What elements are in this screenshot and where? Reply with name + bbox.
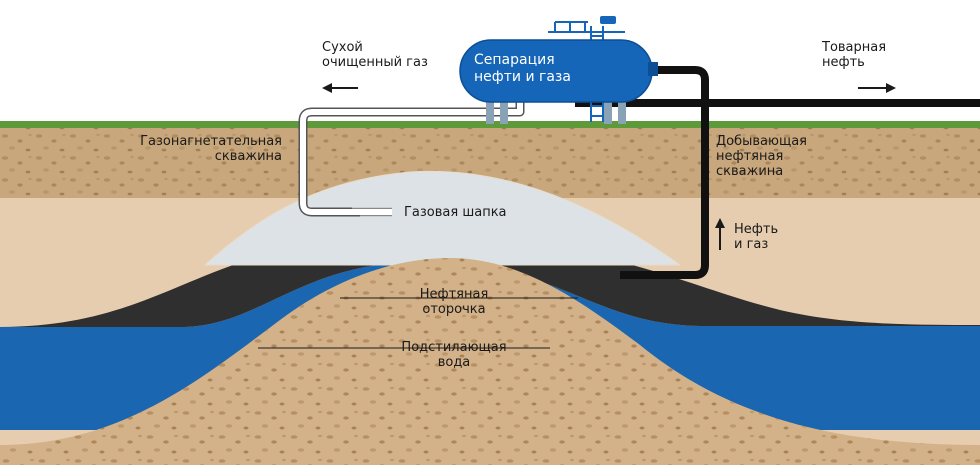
arrow-right-icon (858, 83, 896, 93)
dry-gas-label: Сухой очищенный газ (322, 40, 428, 70)
tank-hatch (600, 16, 616, 24)
oil-and-gas-label: Нефть и газ (734, 222, 779, 252)
tank-railing (548, 21, 625, 33)
gas-cap-label: Газовая шапка (404, 205, 507, 220)
underlying-water-label: Подстилающая вода (401, 340, 507, 370)
separator-tank-icon (459, 39, 658, 103)
sand-dome-texture (0, 258, 980, 465)
oil-rim-label: Нефтяная оторочка (419, 287, 489, 317)
separation-label: Сепарация нефти и газа (474, 52, 571, 85)
tank-leg (500, 94, 508, 124)
gas-cap-layer (205, 171, 680, 265)
gas-cap-edge (203, 170, 682, 266)
tank-leg (618, 94, 626, 124)
grass-strip (0, 121, 980, 128)
gas-injection-pipe (300, 98, 523, 215)
commercial-oil-label: Товарная нефть (822, 40, 887, 70)
tank-leg (604, 94, 612, 124)
tank-leg (486, 94, 494, 124)
production-pipe (620, 66, 709, 279)
arrow-up-icon (715, 218, 725, 250)
arrow-left-icon (322, 83, 358, 93)
injection-well-label: Газонагнетательная скважина (140, 134, 282, 164)
production-well-label: Добывающая нефтяная скважина (716, 134, 807, 179)
